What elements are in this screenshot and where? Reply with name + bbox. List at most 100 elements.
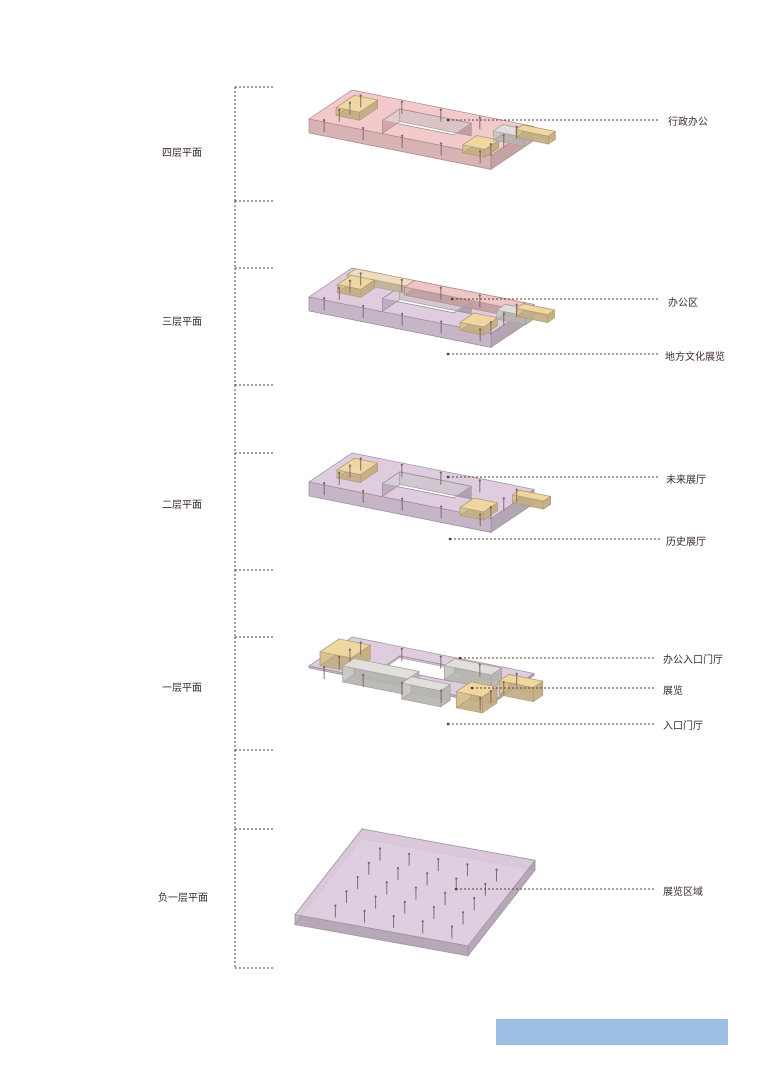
floor4-column: [359, 94, 362, 97]
floor1-amber-room-top: [455, 681, 498, 698]
floor3-column: [400, 278, 403, 281]
blue-bar: [496, 1019, 728, 1045]
floorb1-column: [408, 852, 411, 855]
floor1-column: [439, 655, 442, 658]
floor1-column: [478, 663, 481, 666]
floorb1-column: [484, 882, 487, 885]
floorb1-column: [432, 906, 436, 909]
floor4-column: [440, 142, 443, 145]
leader-office-area-dot: [450, 297, 454, 301]
floor4-amber-room-top: [514, 124, 557, 137]
floor3-amber-room-top: [515, 303, 556, 315]
floor1-column: [362, 673, 365, 677]
floor3-column: [338, 286, 341, 290]
floor1-gray-room-top: [443, 658, 503, 676]
floor4-column: [323, 119, 326, 122]
zone-label-entrance-hall: 入口门厅: [663, 721, 703, 732]
floor1-column: [359, 641, 362, 644]
floor3-column: [502, 312, 505, 315]
leader-history-hall-dot: [448, 537, 452, 541]
floor4-column: [489, 143, 492, 146]
floorb1-column: [374, 895, 377, 898]
floorb1-column: [363, 909, 366, 912]
floor2-column: [479, 513, 482, 516]
floor1-column: [348, 648, 352, 651]
floor4-column: [439, 108, 442, 111]
floorb1-column: [414, 886, 418, 889]
floor4-column: [515, 125, 518, 128]
floorb1-column: [455, 877, 458, 880]
floorb1-column: [421, 920, 424, 923]
floor3-column: [401, 312, 404, 315]
floorb1-column: [396, 866, 400, 870]
floor2-column: [362, 489, 365, 493]
floorb1-column: [443, 891, 447, 894]
floor1-column: [338, 655, 341, 659]
floor1-column: [489, 690, 492, 693]
floorb1-column: [367, 861, 370, 864]
leader-future-hall-dot: [446, 475, 450, 479]
floorb1-column: [378, 847, 382, 850]
floor3-column: [479, 328, 482, 331]
zone-label-office-area: 办公区: [668, 298, 698, 309]
floor2-amber-room-top: [511, 489, 552, 502]
floor4-plate-court-wall: [382, 108, 401, 134]
floor1-column: [479, 697, 482, 700]
floor4-column: [502, 134, 505, 137]
floor4-amber-room-top: [335, 94, 379, 113]
floor2-amber-room-top: [336, 457, 379, 475]
floor4-column: [478, 116, 481, 119]
zone-label-exhibit-area: 展览区域: [663, 887, 703, 898]
leader-entrance-hall-dot: [446, 722, 450, 726]
floor1-column: [440, 689, 443, 692]
leader-office-entrance-dot: [458, 656, 462, 660]
floor3-amber-room-top: [336, 274, 376, 290]
floorb1-column: [345, 890, 348, 893]
floor-label-4: 四层平面: [162, 148, 202, 159]
leader-local-culture-dot: [446, 352, 450, 356]
floorb1-column: [392, 915, 395, 918]
floor1-column: [401, 681, 404, 684]
zone-label-office-entrance: 办公入口门厅: [663, 655, 723, 666]
zone-label-future-hall: 未来展厅: [666, 475, 706, 486]
floor2-column: [338, 471, 341, 475]
floor1-column: [400, 647, 403, 650]
floor4-column: [348, 101, 352, 104]
floor3-column: [440, 320, 443, 323]
floor3-column: [515, 303, 518, 306]
floor-label-b1: 负一层平面: [158, 893, 208, 904]
floor2-column: [323, 482, 326, 485]
floor4-column: [479, 150, 482, 153]
floorb1-column: [495, 868, 498, 871]
floor2-column: [478, 479, 481, 482]
floor2-column: [440, 505, 443, 508]
zone-label-history-hall: 历史展厅: [666, 537, 706, 548]
floor2-column: [439, 471, 442, 474]
floor2-amber-room-top: [459, 497, 499, 513]
floor3-column: [362, 304, 365, 308]
floor-label-2: 二层平面: [162, 500, 202, 511]
floorb1-column: [450, 925, 453, 928]
floor2-column: [502, 497, 505, 500]
leader-admin-office-dot: [446, 118, 450, 122]
floor4-column: [400, 100, 403, 103]
floorb1-column: [466, 863, 469, 866]
zone-label-local-culture: 地方文化展览: [665, 352, 725, 363]
leader-exhibit-area-dot: [454, 887, 458, 891]
floorb1-column: [461, 911, 465, 914]
floor3-column: [478, 294, 481, 297]
leader-exhibit-dot: [470, 686, 474, 690]
floor1-column: [515, 672, 518, 675]
floor2-column: [401, 497, 404, 500]
floor2-column: [400, 463, 403, 466]
floorb1-column: [437, 857, 440, 861]
floor3-column: [489, 321, 492, 324]
floor3-amber-room-top: [459, 312, 499, 328]
floor3-column: [348, 279, 352, 282]
floor2-column: [515, 488, 518, 491]
floor4-column: [401, 134, 404, 137]
floorb1-column: [356, 875, 359, 879]
floorb1-column: [473, 897, 476, 900]
floor4-column: [362, 126, 365, 130]
